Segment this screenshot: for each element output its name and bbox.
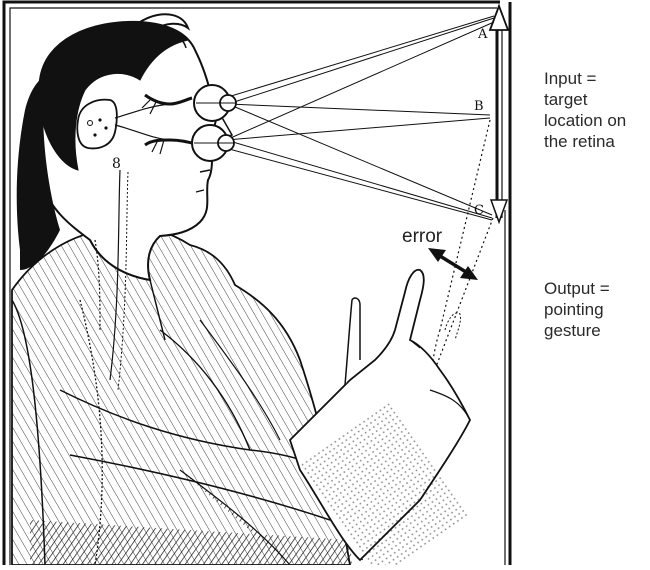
input-caption-line: location on	[544, 110, 626, 131]
input-caption-line: target	[544, 89, 626, 110]
output-caption-line: pointing	[544, 299, 610, 320]
input-caption: Input = target location on the retina	[544, 68, 626, 152]
error-label: error	[402, 226, 443, 247]
svg-text:8: 8	[112, 156, 121, 172]
point-label-b: B	[474, 99, 484, 114]
output-caption-line: gesture	[544, 320, 610, 341]
input-caption-line: Input =	[544, 68, 626, 89]
target-arrow	[490, 6, 508, 222]
point-label-c: C	[474, 203, 484, 218]
figure-body	[12, 228, 370, 565]
visual-rays	[218, 16, 494, 220]
output-caption: Output = pointing gesture	[544, 278, 610, 341]
double-headed-arrow-icon	[428, 248, 478, 280]
input-caption-line: the retina	[544, 131, 626, 152]
point-label-a: A	[477, 27, 488, 42]
output-caption-line: Output =	[544, 278, 610, 299]
